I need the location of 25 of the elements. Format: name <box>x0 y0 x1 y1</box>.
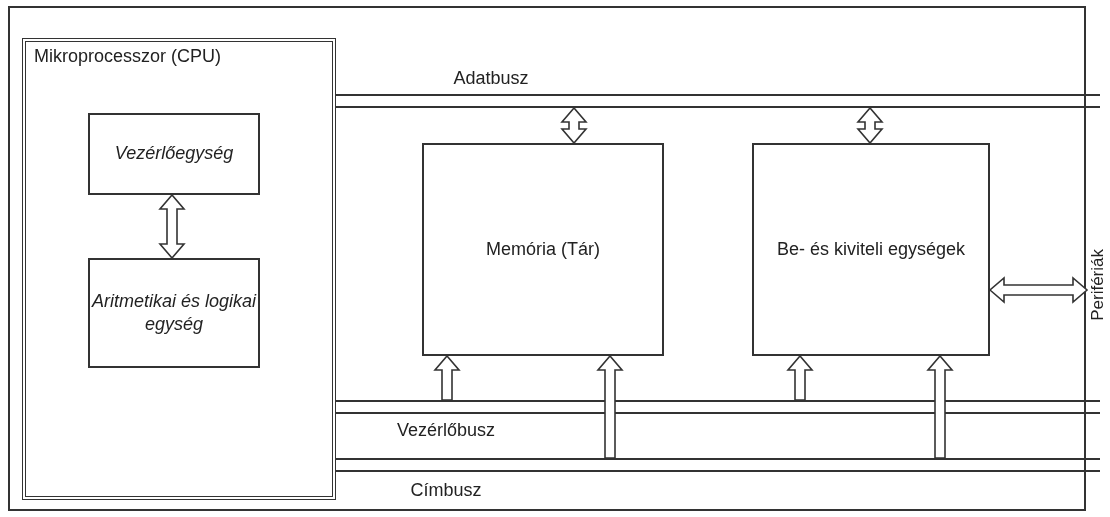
bus-line <box>336 458 1100 472</box>
bus-label: Vezérlőbusz <box>396 420 496 441</box>
peripheral-label: Perifériák <box>1088 249 1108 321</box>
box-label: Vezérlőegység <box>114 142 234 166</box>
box-heading: Mikroprocesszor (CPU) <box>34 46 222 67</box>
cpu-box <box>22 38 336 500</box>
hollow-arrow <box>158 193 186 260</box>
hollow-arrow <box>926 354 954 459</box>
unit-box <box>88 258 260 368</box>
bus-label: Címbusz <box>410 480 482 501</box>
hollow-arrow <box>560 106 588 145</box>
hollow-arrow <box>433 354 461 401</box>
hollow-arrow <box>596 354 624 459</box>
hollow-arrow <box>988 276 1089 304</box>
bus-label: Adatbusz <box>453 68 529 89</box>
box-label: Be- és kiviteli egységek <box>776 237 966 261</box>
unit-box <box>422 143 664 356</box>
bus-line <box>336 400 1100 414</box>
box-label: Aritmetikai és logikai egység <box>90 289 258 336</box>
unit-box <box>752 143 990 356</box>
hollow-arrow <box>856 106 884 145</box>
box-label: Memória (Tár) <box>486 237 600 261</box>
hollow-arrow <box>786 354 814 401</box>
unit-box <box>88 113 260 195</box>
bus-line <box>336 94 1100 108</box>
